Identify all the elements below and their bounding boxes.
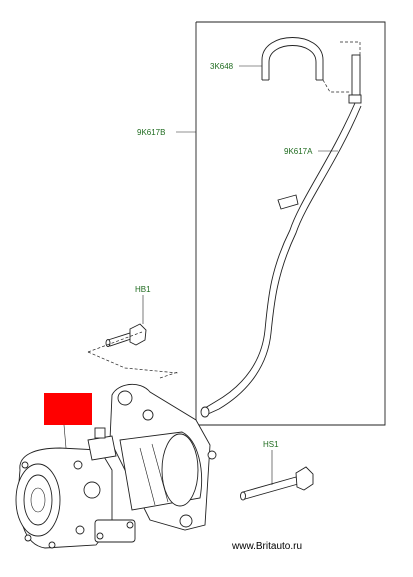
label-hb1: HB1 <box>135 285 151 294</box>
watermark: www.Britauto.ru <box>231 541 302 552</box>
bolt-hs1 <box>240 450 314 501</box>
u-hose-3k648 <box>261 37 361 93</box>
highlighted-part-callout <box>44 393 92 425</box>
hose-group-bracket <box>176 21 386 426</box>
label-hs1: HS1 <box>263 440 279 449</box>
connector-tube <box>348 54 362 104</box>
long-hose-9k617 <box>200 102 362 418</box>
label-3k648: 3K648 <box>210 62 234 71</box>
bolt-hb1 <box>87 295 179 379</box>
label-9k617a: 9K617A <box>284 147 313 156</box>
pump-assembly <box>15 384 217 549</box>
label-9k617b: 9K617B <box>137 128 165 137</box>
